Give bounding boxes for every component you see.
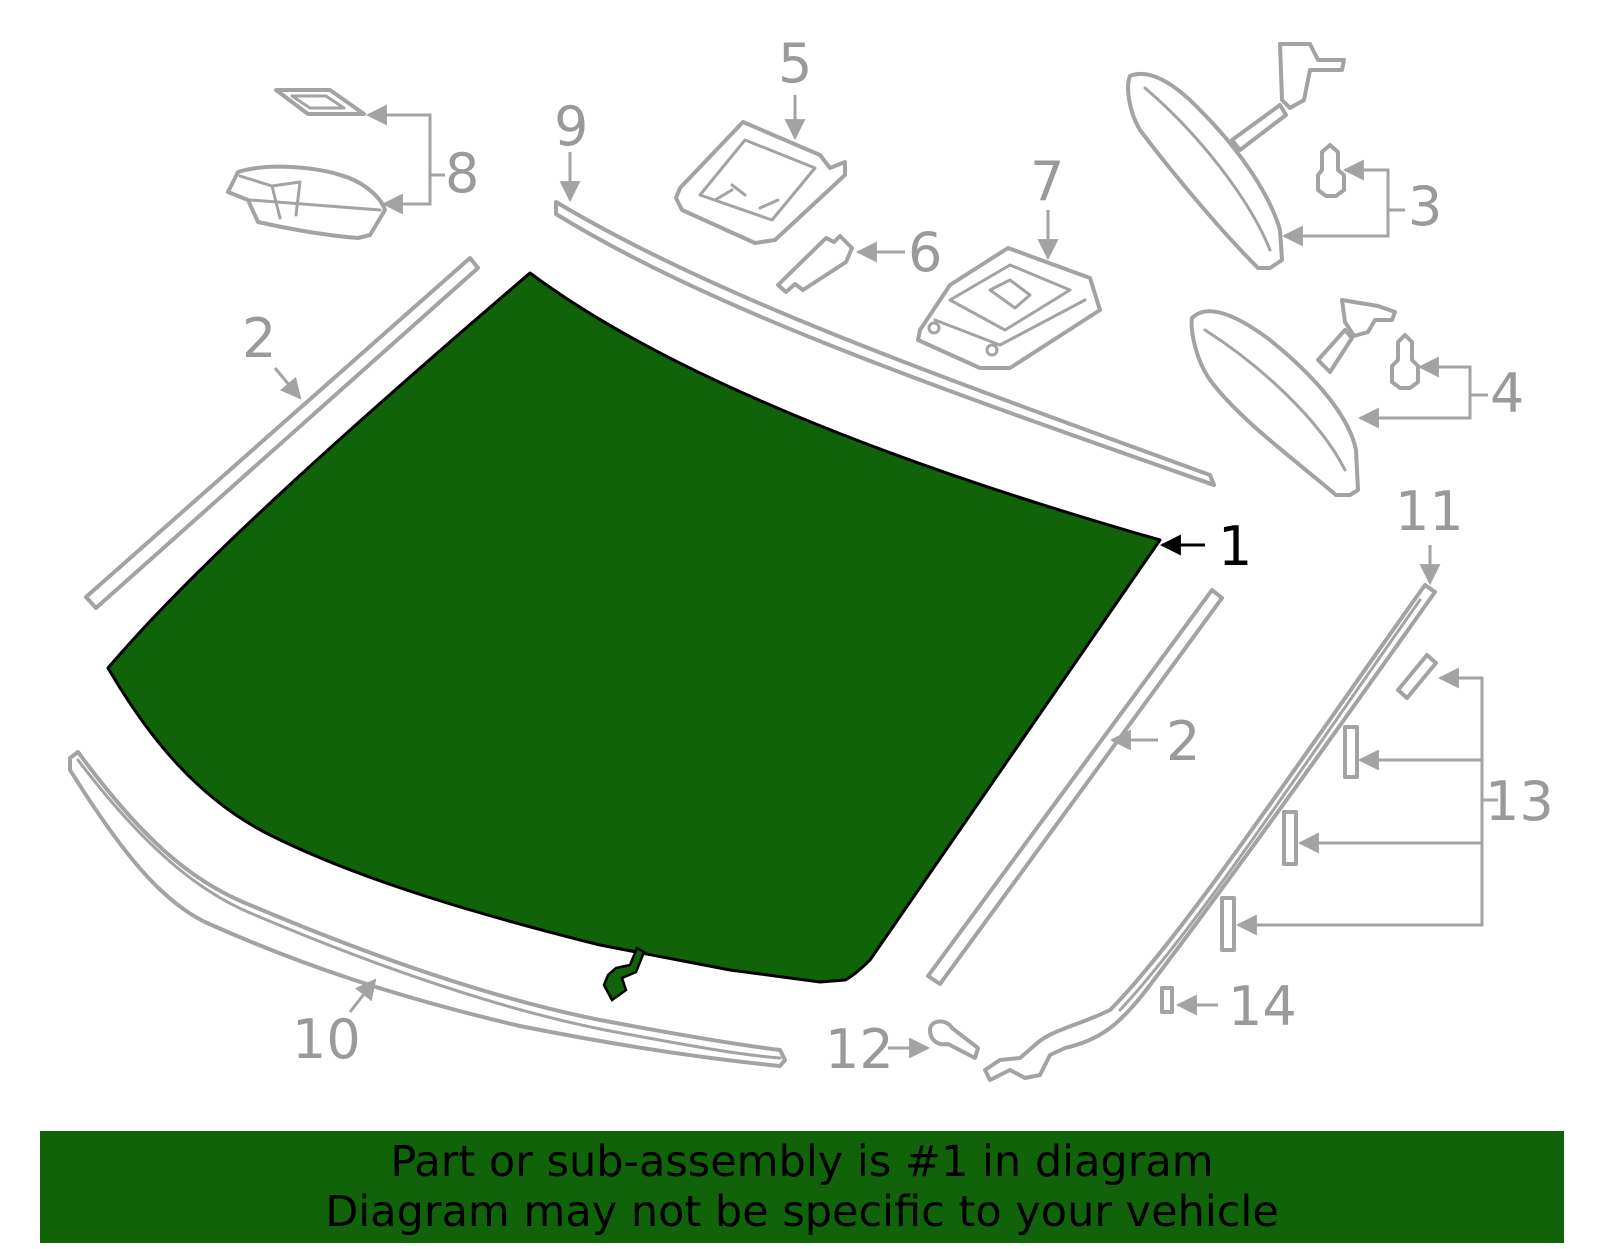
callout-6: 6 [908,221,942,284]
windshield-sensor-connector [602,946,646,1002]
module-cover-5 [674,120,847,245]
callout-10: 10 [292,1008,361,1071]
callout-13: 13 [1485,770,1554,833]
callout-11: 11 [1395,480,1464,543]
rearview-mirror-4 [1189,298,1420,497]
windshield-glass [106,271,1162,984]
callout-14: 14 [1228,975,1297,1038]
spacers-13 [1220,653,1438,952]
sensor-cover-8 [226,88,387,240]
callout-1: 1 [1218,515,1252,578]
pillar-molding [983,583,1437,1082]
callout-4: 4 [1490,362,1524,425]
rearview-mirror-3 [1126,42,1346,270]
callout-2-right: 2 [1166,710,1200,773]
banner-line-2: Diagram may not be specific to your vehi… [325,1187,1279,1237]
callout-7: 7 [1030,150,1064,213]
clip-12 [928,1019,980,1060]
callout-8: 8 [445,142,479,205]
bracket-6 [776,234,854,294]
spacer-14 [1160,986,1174,1014]
side-molding-left [84,256,480,610]
callout-2-left: 2 [242,307,276,370]
callout-12: 12 [825,1018,894,1081]
lower-molding [68,750,787,1068]
side-molding-right [926,588,1224,986]
windshield-glass-part [106,271,1162,1002]
banner-line-1: Part or sub-assembly is #1 in diagram [390,1137,1214,1187]
callout-3: 3 [1408,175,1442,238]
leader-lines [273,95,1498,1059]
disclaimer-banner: Part or sub-assembly is #1 in diagram Di… [40,1131,1564,1243]
overhead-console-7 [916,246,1102,370]
callout-9: 9 [554,95,588,158]
callout-labels: 1 2 2 3 4 5 6 7 8 9 10 11 12 13 14 [242,32,1554,1081]
upper-molding [554,200,1216,487]
callout-5: 5 [778,32,812,95]
